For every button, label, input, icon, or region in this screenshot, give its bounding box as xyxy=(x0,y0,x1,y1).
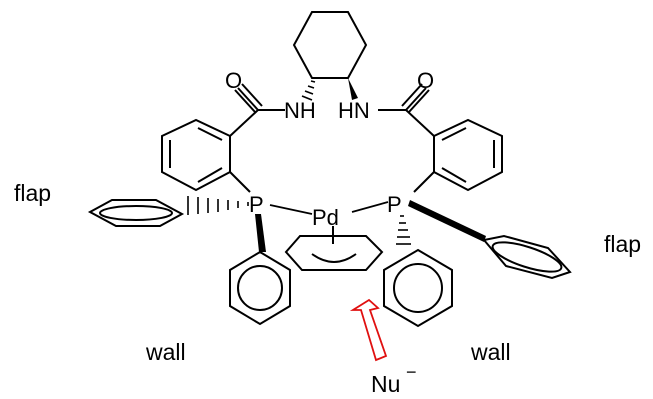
amide-hn-right: HN xyxy=(338,98,370,123)
oxygen-right: O xyxy=(417,68,434,93)
phosphorus-right: P xyxy=(387,192,402,217)
phenyl-right-flap xyxy=(482,234,572,280)
phenyl-left-wall xyxy=(229,250,291,326)
palladium: Pd xyxy=(312,205,339,230)
hashed-bond-ring-nh-left xyxy=(301,80,316,101)
hashed-bond-left-flap xyxy=(187,196,249,215)
wall-label-right: wall xyxy=(470,339,511,365)
nucleophile-label: Nu xyxy=(371,371,400,397)
flap-label-left: flap xyxy=(14,180,51,206)
cyclohexane-ring xyxy=(292,11,368,79)
wedge-bond-right-flap xyxy=(408,200,486,242)
bold-bond-left-wall xyxy=(255,214,266,252)
wedge-bond-ring-hn-right xyxy=(348,78,358,100)
phenyl-left-flap xyxy=(87,199,185,227)
nucleophile-charge: − xyxy=(406,362,417,382)
benzene-ring-right xyxy=(433,118,503,192)
hashed-bond-right-wall xyxy=(396,215,411,245)
phosphorus-palladium-bonds xyxy=(269,201,389,215)
allyl-cyclohexenyl-ligand xyxy=(284,226,384,271)
benzene-ring-left xyxy=(161,118,231,192)
phosphorus-left: P xyxy=(249,192,264,217)
nucleophile-attack-arrow xyxy=(349,298,388,362)
wall-label-left: wall xyxy=(145,339,186,365)
oxygen-left: O xyxy=(225,68,242,93)
aryl-phosphorus-bonds xyxy=(229,171,435,193)
amide-bonds xyxy=(229,83,435,137)
amide-nh-left: NH xyxy=(284,98,316,123)
phenyl-right-wall xyxy=(383,248,453,328)
flap-label-right: flap xyxy=(604,231,641,257)
